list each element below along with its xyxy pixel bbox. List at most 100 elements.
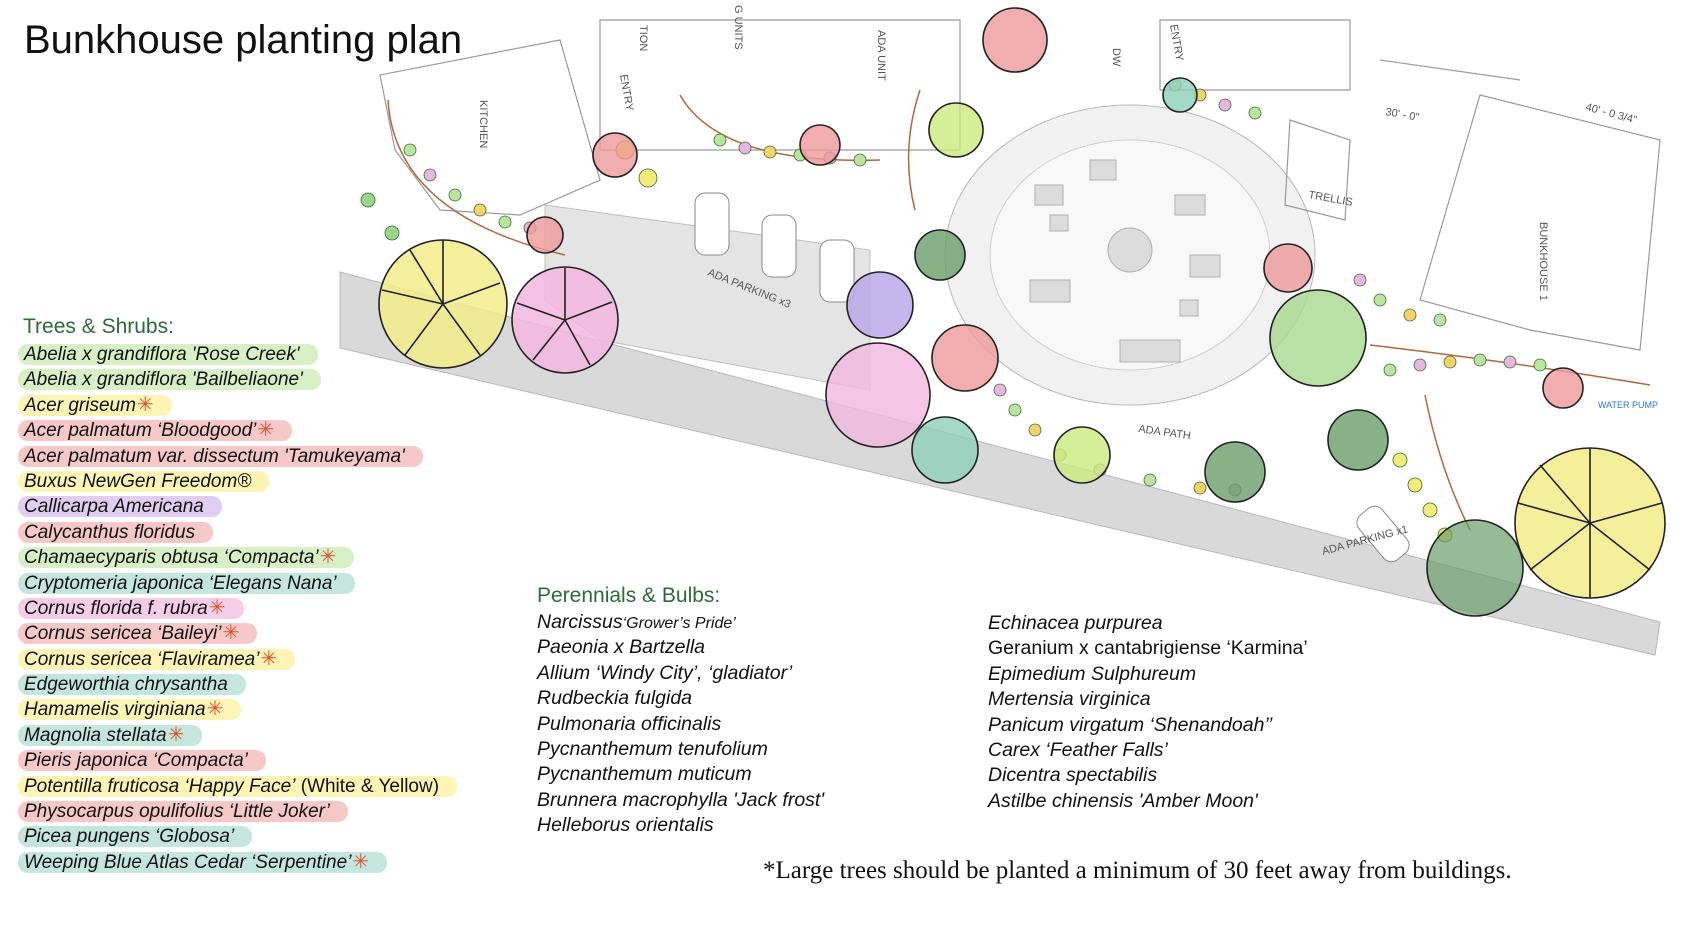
plant-note: (White & Yellow) (295, 775, 440, 797)
perennial-name: Pycnanthemum tenufolium (537, 737, 768, 760)
plant-name: Callicarpa Americana (24, 496, 204, 518)
plant-name: Cornus sericea ‘Baileyi’ (24, 623, 222, 645)
perennial-cultivar: ‘Grower’s Pride’ (622, 615, 736, 632)
tree-shrub-item: Physocarpus opulifolius ‘Little Joker’ (18, 799, 457, 824)
tree-shrub-item: Potentilla fruticosa ‘Happy Face’ (White… (18, 774, 458, 799)
plant-name: Cornus florida f. rubra (24, 597, 208, 619)
large-tree-star-icon: ✳ (208, 596, 226, 619)
plant-highlight: Physocarpus opulifolius ‘Little Joker’ (18, 801, 348, 823)
perennial-name: Narcissus (537, 611, 623, 633)
large-tree-star-icon: ✳ (222, 622, 240, 645)
label-bunkhouse: BUNKHOUSE 1 (1537, 222, 1549, 301)
plant-highlight: Potentilla fruticosa ‘Happy Face’ (White… (18, 775, 458, 797)
plaza-tables (1029, 159, 1221, 363)
plant-highlight: Picea pungens ‘Globosa’ (18, 826, 253, 848)
tree-shrub-item: Picea pungens ‘Globosa’ (18, 824, 457, 849)
tree-shrub-item: Cryptomeria japonica ‘Elegans Nana’ (18, 571, 457, 596)
parked-cars (694, 192, 1410, 563)
plant-name: Magnolia stellata (24, 724, 167, 746)
tree-shrub-item: Magnolia stellata✳ (18, 723, 457, 748)
tree-cornus-florida-west (511, 266, 619, 374)
footnote: *Large trees should be planted a minimum… (763, 857, 1512, 884)
tree-shrub-item: Edgeworthia chrysantha (18, 672, 457, 697)
tree-shrub-item: Hamamelis virginiana✳ (18, 697, 457, 722)
large-tree-star-icon: ✳ (257, 419, 275, 442)
perennial-item: Astilbe chinensis 'Amber Moon' (988, 789, 1258, 812)
label-kitchen: KITCHEN (477, 100, 489, 148)
plant-highlight: Acer palmatum ‘Bloodgood’✳ (18, 419, 293, 442)
plant-name: Abelia x grandiflora 'Bailbeliaone' (24, 369, 303, 391)
road-band (339, 271, 1661, 656)
tree-shrub-item: Abelia x grandiflora 'Bailbeliaone' (18, 367, 457, 392)
label-ada-unit: ADA UNIT (875, 30, 887, 81)
plant-highlight: Callicarpa Americana (18, 496, 222, 518)
plant-name: Acer palmatum ‘Bloodgood’ (24, 420, 257, 442)
plant-name: Cryptomeria japonica ‘Elegans Nana’ (24, 572, 337, 594)
label-dw: DW (1110, 48, 1122, 67)
tree-shrub-item: Acer palmatum ‘Bloodgood’✳ (18, 418, 457, 443)
plant-highlight: Acer palmatum var. dissectum 'Tamukeyama… (18, 445, 423, 467)
plant-name: Chamaecyparis obtusa ‘Compacta’ (24, 547, 319, 569)
plant-name: Pieris japonica ‘Compacta’ (24, 750, 248, 772)
label-water-pump: WATER PUMP (1598, 400, 1658, 410)
perennial-name: Helleborus orientalis (537, 814, 714, 837)
tree-canopies (378, 7, 1666, 617)
tree-hamamelis-east (1514, 447, 1666, 599)
large-tree-star-icon: ✳ (319, 546, 337, 569)
plant-name: Abelia x grandiflora 'Rose Creek' (24, 344, 300, 365)
tree-shrub-item: Pieris japonica ‘Compacta’ (18, 748, 457, 773)
tree-shrub-item: Calycanthus floridus (18, 520, 457, 545)
large-tree-star-icon: ✳ (260, 647, 278, 670)
plant-name: Weeping Blue Atlas Cedar ‘Serpentine’ (24, 851, 352, 873)
plant-name: Calycanthus floridus (24, 521, 196, 543)
label-units: G UNITS (732, 5, 744, 50)
tree-shrub-item: Buxus NewGen Freedom® (18, 469, 457, 494)
perennial-name: Allium ‘Windy City’, ‘gladiator’ (537, 661, 793, 684)
plant-highlight: Acer griseum✳ (18, 393, 172, 416)
plant-name: Buxus NewGen Freedom® (24, 470, 252, 492)
large-tree-star-icon: ✳ (206, 698, 224, 721)
tree-shrub-item: Cornus sericea ‘Flaviramea’✳ (18, 647, 457, 672)
tree-shrub-item: Callicarpa Americana (18, 494, 457, 519)
plant-highlight: Weeping Blue Atlas Cedar ‘Serpentine’✳ (18, 850, 388, 873)
plant-highlight: Abelia x grandiflora 'Bailbeliaone' (18, 369, 321, 391)
perennial-item: Pycnanthemum muticum (537, 762, 824, 787)
perennial-item: Echinacea purpurea (988, 612, 1163, 634)
tree-shrub-item: Acer griseum✳ (18, 393, 457, 418)
tree-shrub-item: Cornus sericea ‘Baileyi’✳ (18, 621, 457, 646)
plant-highlight: Cornus sericea ‘Baileyi’✳ (18, 622, 258, 645)
plant-highlight: Chamaecyparis obtusa ‘Compacta’✳ (18, 546, 355, 569)
plant-highlight: Edgeworthia chrysantha (18, 674, 246, 696)
plant-name: Picea pungens ‘Globosa’ (24, 826, 235, 848)
plant-highlight: Calycanthus floridus (18, 521, 214, 543)
plant-name: Cornus sericea ‘Flaviramea’ (24, 648, 260, 670)
perennial-name: Pycnanthemum muticum (537, 763, 752, 786)
plant-highlight: Cryptomeria japonica ‘Elegans Nana’ (18, 572, 355, 594)
plant-highlight: Buxus NewGen Freedom® (18, 470, 270, 492)
tree-shrub-item: Acer palmatum var. dissectum 'Tamukeyama… (18, 444, 457, 469)
plant-highlight: Cornus sericea ‘Flaviramea’✳ (18, 647, 296, 670)
perennial-item: Narcissus‘Grower’s Pride’ (537, 610, 824, 635)
plant-highlight: Cornus florida f. rubra✳ (18, 596, 244, 619)
perennial-item: Dicentra spectabilis (988, 764, 1158, 787)
perennial-item: Pycnanthemum tenufolium (537, 737, 824, 762)
tree-shrub-item: Chamaecyparis obtusa ‘Compacta’✳ (18, 545, 457, 570)
perennial-item: Pulmonaria officinalis (537, 712, 824, 737)
label-ada-path: ADA PATH (1138, 423, 1192, 442)
perennial-item: Brunnera macrophylla 'Jack frost' (537, 788, 824, 813)
tree-shrub-item: Weeping Blue Atlas Cedar ‘Serpentine’✳ (18, 850, 457, 875)
large-tree-star-icon: ✳ (352, 850, 370, 873)
perennial-item: Rudbeckia fulgida (537, 686, 824, 711)
plant-highlight: Hamamelis virginiana✳ (18, 698, 242, 721)
perennial-item: Epimedium Sulphureum (988, 662, 1197, 685)
perennial-item: Mertensia virginica (988, 688, 1151, 711)
perennial-name: Paeonia x Bartzella (537, 636, 706, 659)
perennial-item: Carex ‘Feather Falls’ (988, 738, 1168, 761)
plant-name: Acer griseum (24, 394, 136, 416)
perennial-name: Rudbeckia fulgida (537, 687, 693, 710)
perennial-item: Allium ‘Windy City’, ‘gladiator’ (537, 661, 824, 686)
large-tree-star-icon: ✳ (136, 393, 154, 416)
tree-acer-griseum-west (378, 239, 508, 369)
